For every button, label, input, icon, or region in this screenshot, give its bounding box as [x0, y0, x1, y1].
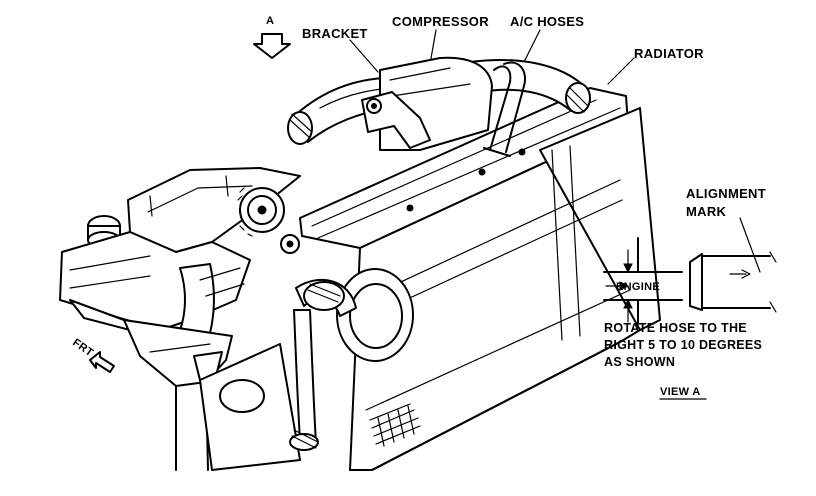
radiator-fins	[369, 403, 421, 447]
front-label: FRT	[70, 337, 95, 360]
view-caption: VIEW A	[660, 386, 701, 398]
view-arrow-icon	[253, 33, 291, 59]
radiator-support	[69, 299, 301, 471]
view-marker-label: A	[266, 15, 274, 27]
alignment-mark-label-2: MARK	[686, 204, 727, 219]
lower-radiator-hose	[289, 309, 319, 451]
left-arrow-icon	[89, 351, 115, 373]
compressor-label: COMPRESSOR	[392, 14, 489, 29]
bracket-label: BRACKET	[302, 26, 368, 41]
ac-hoses-label: A/C HOSES	[510, 14, 584, 29]
bracket	[361, 91, 431, 149]
note-line-2: RIGHT 5 TO 10 DEGREES	[604, 338, 762, 352]
ac-hoses	[483, 61, 526, 157]
radiator	[299, 87, 661, 471]
alignment-mark-label-1: ALIGNMENT	[686, 186, 766, 201]
radiator-label: RADIATOR	[634, 46, 704, 61]
front-arrow: FRT	[70, 337, 115, 373]
engine-label: ENGINE	[616, 281, 660, 293]
note-line-1: ROTATE HOSE TO THE	[604, 321, 747, 335]
view-a-inset: ENGINE	[603, 237, 777, 325]
note-line-3: AS SHOWN	[604, 355, 675, 369]
leader-lines	[349, 29, 761, 273]
